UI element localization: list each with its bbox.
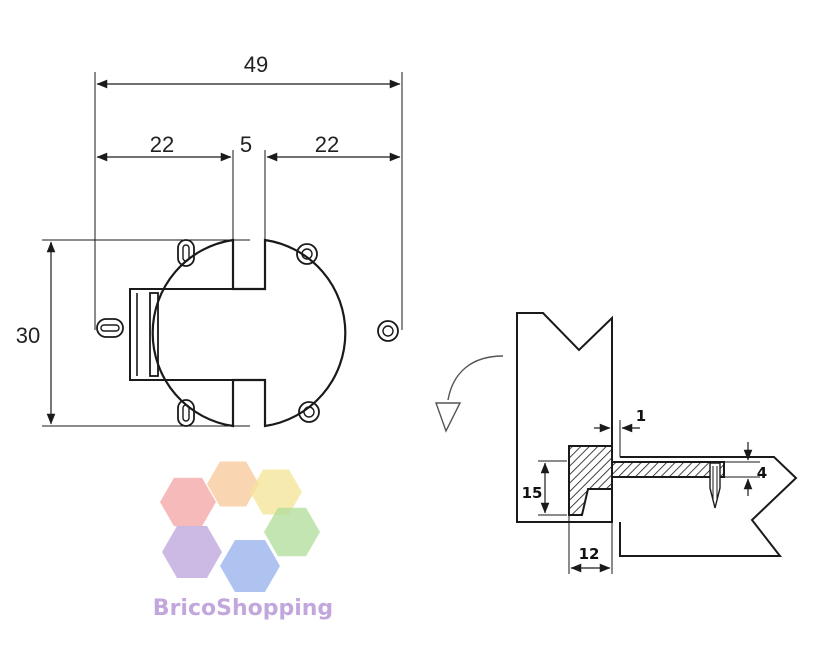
screw-hole-right xyxy=(377,320,399,342)
screw-slot-top-left xyxy=(177,239,195,267)
front-view: 49 22 5 22 30 xyxy=(16,52,403,428)
screw-hole-bottom-right xyxy=(298,401,320,423)
hinge-pin-slot xyxy=(149,292,159,377)
view-direction-arrow xyxy=(435,355,504,433)
hinge-body-outline xyxy=(151,238,347,428)
logo-hexagon xyxy=(162,526,222,578)
logo-hexagon xyxy=(220,540,280,592)
section-view: 1 4 15 12 xyxy=(516,312,798,574)
logo-hexagon xyxy=(250,469,302,515)
cup-depth-label: 15 xyxy=(522,484,543,502)
logo-hexagon xyxy=(160,477,216,527)
bricoshopping-logo: BricoShopping xyxy=(153,461,333,621)
screw-hole-top-right xyxy=(296,243,318,265)
plate-thickness-label: 4 xyxy=(757,464,767,482)
height-label: 30 xyxy=(16,323,40,348)
logo-hexagon xyxy=(207,461,259,507)
cup-width-label: 12 xyxy=(579,545,600,563)
overall-width-label: 49 xyxy=(244,52,268,77)
gap-label: 1 xyxy=(636,407,646,425)
left-width-label: 22 xyxy=(150,132,174,157)
right-width-label: 22 xyxy=(315,132,339,157)
logo-hexagon xyxy=(264,507,320,557)
gap-width-label: 5 xyxy=(240,132,252,157)
screw-slot-left xyxy=(96,318,124,338)
hinge-plate-outline xyxy=(129,288,265,381)
screw-slot-bottom-left xyxy=(177,399,195,427)
logo-text: BricoShopping xyxy=(153,596,333,621)
hinge-arm xyxy=(611,461,725,478)
